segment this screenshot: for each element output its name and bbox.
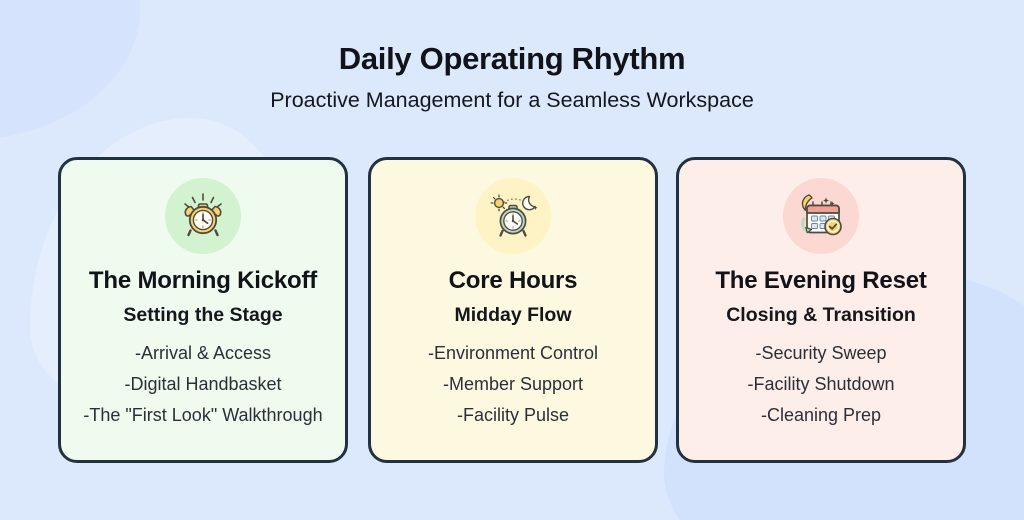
night-calendar-check-icon <box>783 178 859 254</box>
list-item: -Digital Handbasket <box>124 374 282 394</box>
list-item: -Security Sweep <box>755 343 887 363</box>
card-title: The Evening Reset <box>715 267 927 294</box>
card-item-list: -Security Sweep -Facility Shutdown -Clea… <box>679 338 963 431</box>
list-item: -Member Support <box>442 374 584 394</box>
card-item-list: -Environment Control -Member Support -Fa… <box>371 338 655 431</box>
card-subtitle: Midday Flow <box>454 304 572 326</box>
alarm-clock-icon <box>165 178 241 254</box>
list-item: -Environment Control <box>427 343 599 363</box>
sun-moon-clock-icon <box>475 178 551 254</box>
card-morning-kickoff[interactable]: The Morning Kickoff Setting the Stage -A… <box>58 157 348 463</box>
card-core-hours[interactable]: Core Hours Midday Flow -Environment Cont… <box>368 157 658 463</box>
card-subtitle: Closing & Transition <box>726 304 916 326</box>
list-item: -Cleaning Prep <box>760 405 882 425</box>
card-subtitle: Setting the Stage <box>123 304 283 326</box>
card-title: The Morning Kickoff <box>88 267 318 294</box>
page-subtitle: Proactive Management for a Seamless Work… <box>270 88 754 112</box>
card-title: Core Hours <box>448 267 578 294</box>
card-item-list: -Arrival & Access -Digital Handbasket -T… <box>61 338 345 431</box>
page-title: Daily Operating Rhythm <box>338 41 686 76</box>
list-item: -Facility Shutdown <box>747 374 895 394</box>
list-item: -The "First Look" Walkthrough <box>83 405 323 425</box>
card-evening-reset[interactable]: The Evening Reset Closing & Transition -… <box>676 157 966 463</box>
card-group: The Morning Kickoff Setting the Stage -A… <box>58 157 966 463</box>
list-item: -Arrival & Access <box>134 343 272 363</box>
list-item: -Facility Pulse <box>456 405 570 425</box>
